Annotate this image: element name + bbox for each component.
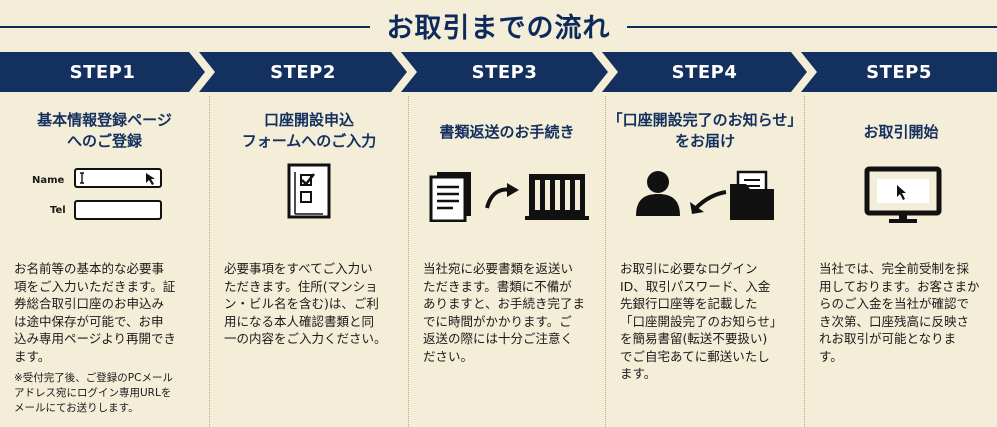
step-4-label: STEP4 bbox=[602, 52, 807, 92]
step-5-title: お取引開始 bbox=[863, 123, 939, 141]
step-1-title: 基本情報登録ページ へのご登録 bbox=[37, 111, 172, 150]
monitor-icon bbox=[864, 166, 942, 223]
step-2-title: 口座開設申込 フォームへのご入力 bbox=[241, 111, 377, 150]
step-3-title: 書類返送のお手続き bbox=[439, 123, 575, 141]
step-2-description: 必要事項をすべてご入力い ただきます。住所(マンショ ン・ビル名を含む)は、ご利… bbox=[224, 261, 387, 346]
header-rule-left bbox=[0, 26, 370, 28]
step-1-description: お名前等の基本的な必要事 項をご入力いただきます。証 券総合取引口座のお申込み … bbox=[14, 260, 199, 416]
tel-field-label: Tel bbox=[50, 205, 66, 216]
step-4-column: 「口座開設完了のお知らせ」 をお届け お取引に必要なログイン ID、取引パスワー… bbox=[606, 96, 804, 427]
column-divider bbox=[605, 96, 606, 427]
step-1-note: ※受付完了後、ご登録のPCメール アドレス宛にログイン専用URLを メールにてお… bbox=[14, 372, 173, 414]
step-5-description: 当社では、完全前受制を採 用しております。お客さまか らのご入金を当社が確認で … bbox=[819, 261, 980, 364]
step-5-label: STEP5 bbox=[801, 52, 997, 92]
step-bar: STEP1 STEP2 STEP3 STEP4 STEP5 bbox=[0, 52, 997, 92]
step-3-label: STEP3 bbox=[401, 52, 608, 92]
page-header: お取引までの流れ bbox=[0, 0, 997, 48]
name-field-label: Name bbox=[32, 175, 65, 186]
step-4-description: お取引に必要なログイン ID、取引パスワード、入金 先銀行口座等を記載した 「口… bbox=[620, 261, 783, 381]
header-rule-right bbox=[627, 26, 997, 28]
name-field-illustration bbox=[74, 168, 162, 188]
step-3-description: 当社宛に必要書類を返送い ただきます。書類に不備が ありますと、お手続き完了ま … bbox=[423, 261, 586, 364]
documents-to-building-icon bbox=[429, 172, 589, 222]
step-1-label: STEP1 bbox=[0, 52, 205, 92]
column-divider bbox=[209, 96, 210, 427]
step-3-column: 書類返送のお手続き 当社宛に必要書類を返送い ただきます。書類に不備が あります… bbox=[409, 96, 605, 427]
step-4-title: 「口座開設完了のお知らせ」 をお届け bbox=[607, 111, 803, 150]
page-title: お取引までの流れ bbox=[372, 13, 625, 44]
checklist-document-icon bbox=[287, 163, 331, 219]
tel-field-illustration bbox=[74, 200, 162, 220]
step-1-column: 基本情報登録ページ へのご登録 Name Tel お名前等の基本的な必要事 項を… bbox=[0, 96, 209, 427]
step-5-column: お取引開始 当社では、完全前受制を採 用しております。お客さまか らのご入金を当… bbox=[805, 96, 997, 427]
step-2-label: STEP2 bbox=[199, 52, 407, 92]
step-2-column: 口座開設申込 フォームへのご入力 必要事項をすべてご入力い ただきます。住所(マ… bbox=[210, 96, 408, 427]
column-divider bbox=[804, 96, 805, 427]
user-receives-folder-icon bbox=[636, 170, 774, 220]
column-divider bbox=[408, 96, 409, 427]
cursor-icon bbox=[80, 172, 155, 185]
